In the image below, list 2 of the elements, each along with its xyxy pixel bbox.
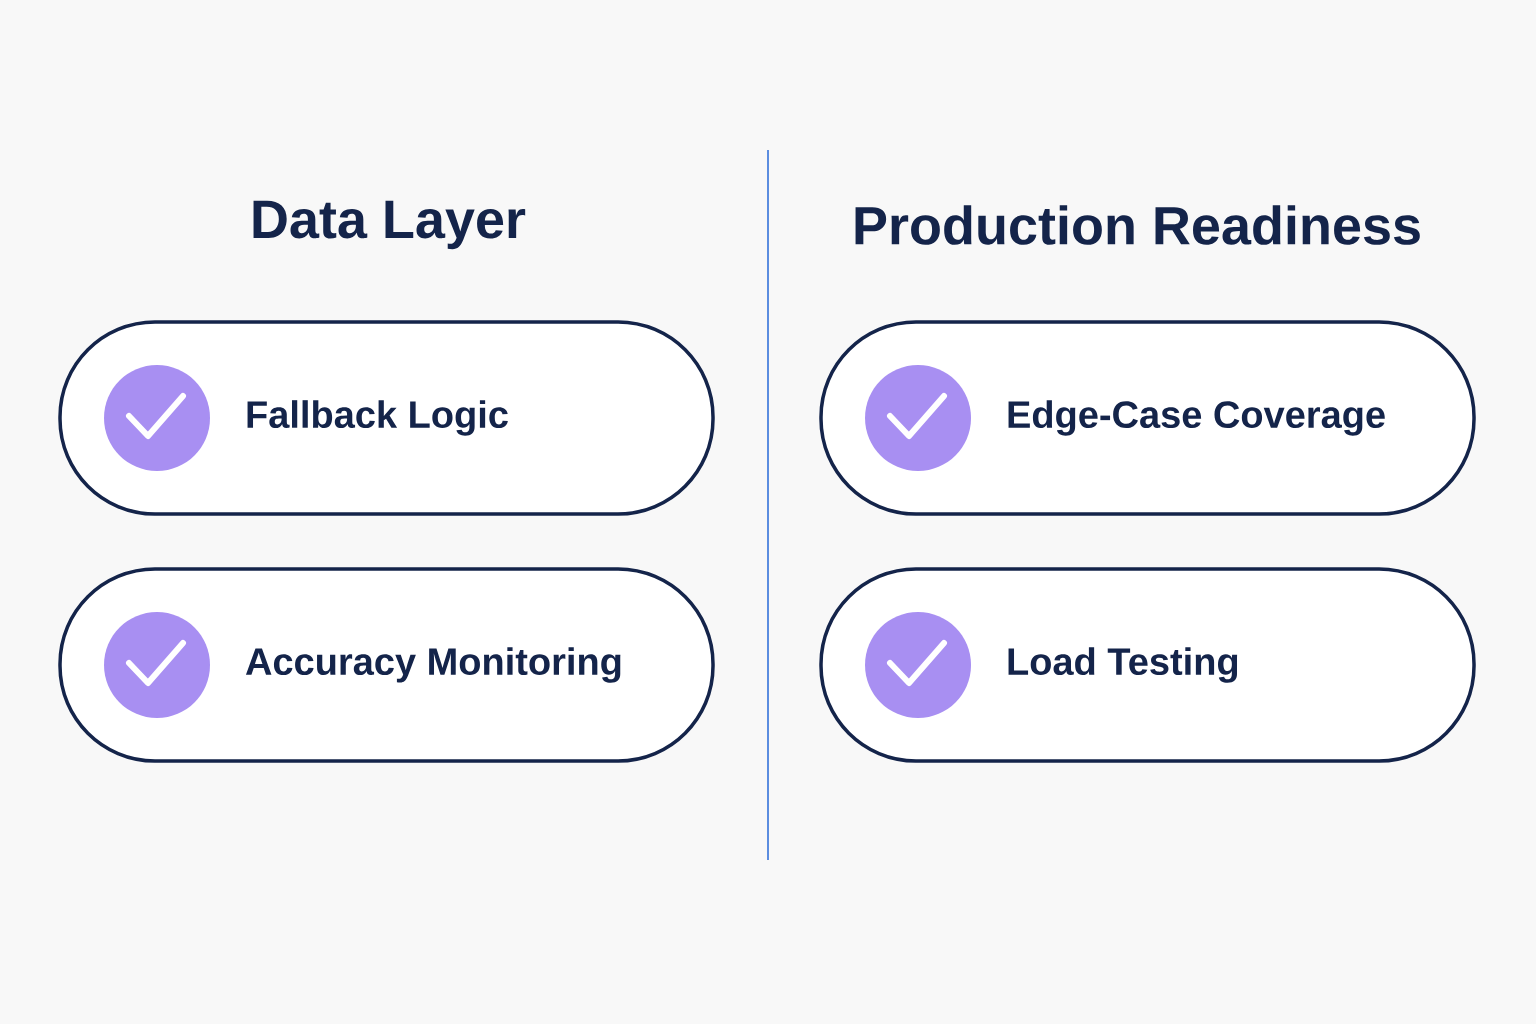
column-heading: Data Layer bbox=[253, 200, 526, 250]
column-heading: Production Readiness bbox=[855, 205, 1420, 245]
